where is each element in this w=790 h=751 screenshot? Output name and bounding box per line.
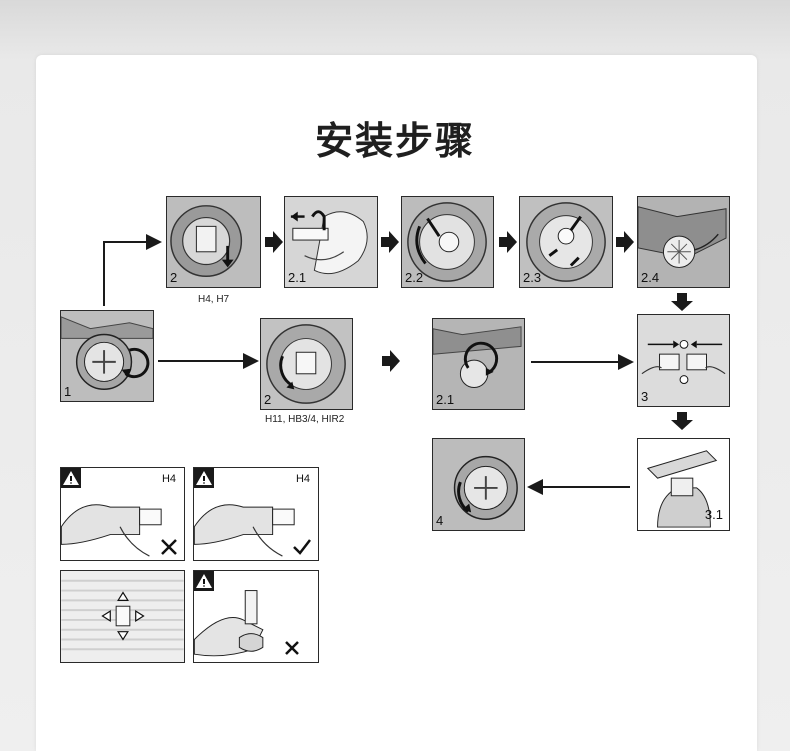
step-number: 3 bbox=[641, 389, 649, 404]
step-number: 2.3 bbox=[523, 270, 542, 285]
warning-h4-wrong-panel: H4 bbox=[60, 467, 185, 561]
step-2-3-panel: 2.3 bbox=[519, 196, 613, 288]
step-number: 1 bbox=[64, 384, 72, 399]
step-number: 2 bbox=[264, 392, 272, 407]
step-number: 2.1 bbox=[436, 392, 455, 407]
bulb-type-caption: H4, H7 bbox=[198, 294, 230, 305]
step-2-4-panel: 2.4 bbox=[637, 196, 730, 288]
check-icon bbox=[293, 539, 311, 555]
step-1-panel: 1 bbox=[60, 310, 154, 402]
step-3-panel: 3 bbox=[637, 314, 730, 407]
warning-h4-right-panel: H4 bbox=[193, 467, 319, 561]
warning-triangle-icon bbox=[194, 571, 214, 591]
step-number: 2.1 bbox=[288, 270, 307, 285]
step-3-1-panel: 3.1 bbox=[637, 438, 730, 531]
step-number: 2 bbox=[170, 270, 178, 285]
heat-dissipation-panel bbox=[60, 570, 185, 663]
bulb-type-tag: H4 bbox=[295, 473, 310, 485]
warning-triangle-icon bbox=[194, 468, 214, 488]
warning-touch-bulb-panel bbox=[193, 570, 319, 663]
cross-icon bbox=[285, 641, 299, 655]
page-title: 安装步骤 bbox=[314, 119, 475, 163]
cross-icon bbox=[161, 539, 177, 555]
bulb-type-tag: H4 bbox=[161, 473, 176, 485]
step-number: 2.2 bbox=[405, 270, 424, 285]
step-2-2-panel: 2.2 bbox=[401, 196, 494, 288]
step-number: 4 bbox=[436, 513, 444, 528]
step-2-1-mid-panel: 2.1 bbox=[432, 318, 525, 410]
step-2-h4-panel: 2 bbox=[166, 196, 261, 288]
step-2-h11-panel: 2 bbox=[260, 318, 353, 410]
step-2-1-panel: 2.1 bbox=[284, 196, 378, 288]
bulb-type-caption: H11, HB3/4, HIR2 bbox=[265, 414, 345, 425]
step-number: 3.1 bbox=[704, 507, 723, 522]
step-number: 2.4 bbox=[641, 270, 660, 285]
warning-triangle-icon bbox=[61, 468, 81, 488]
step-4-panel: 4 bbox=[432, 438, 525, 531]
